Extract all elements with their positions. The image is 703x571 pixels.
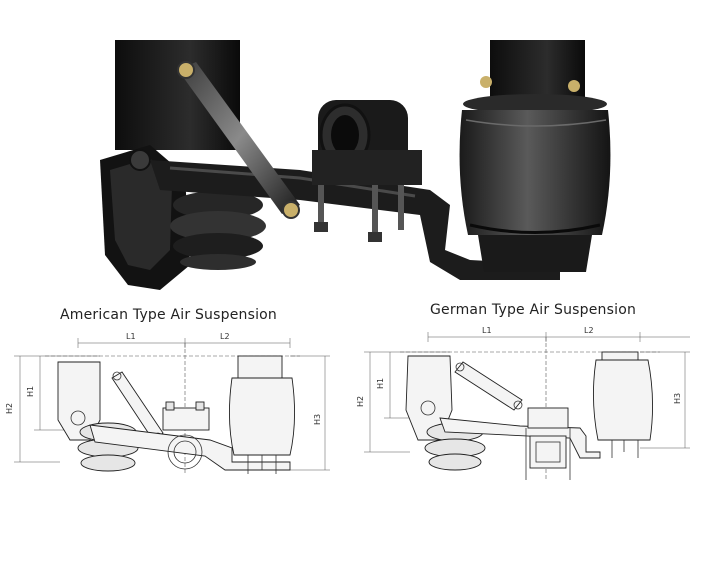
american-l2-label: L2: [220, 332, 230, 341]
german-l1-label: L1: [482, 326, 492, 335]
pivot-bushing: [170, 191, 266, 270]
american-h2-label: H2: [5, 403, 14, 414]
american-type-caption: American Type Air Suspension: [60, 307, 278, 323]
german-l2-label: L2: [584, 326, 594, 335]
frame-bracket-right: [480, 40, 585, 100]
german-type-drawing: L1 L2 H2 H1 H3: [356, 326, 690, 480]
air-spring: [459, 94, 611, 272]
american-h3-label: H3: [313, 414, 322, 425]
air-suspension-photo: [100, 40, 611, 290]
american-type-drawing: L1 L2 H2 H1 H3: [5, 332, 330, 475]
american-h1-label: H1: [26, 386, 35, 397]
german-type-caption: German Type Air Suspension: [430, 302, 637, 318]
american-l1-label: L1: [126, 332, 136, 341]
axle-seat: [312, 100, 422, 242]
german-h1-label: H1: [376, 378, 385, 389]
german-h2-label: H2: [356, 396, 365, 407]
german-h3-label: H3: [673, 393, 682, 404]
shock-absorber: [177, 61, 300, 219]
